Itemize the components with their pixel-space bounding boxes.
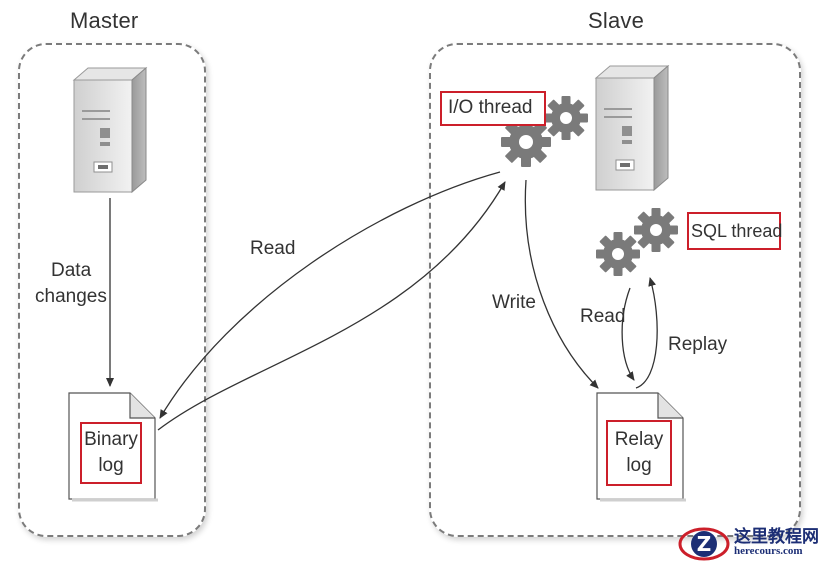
watermark: Z 这里教程网 herecours.com (676, 522, 826, 564)
slave-server-icon (594, 64, 670, 192)
sql-thread-label: SQL thread (687, 212, 782, 250)
data-changes-line1: Data (51, 260, 92, 281)
relay-log-label: Relay log (606, 420, 672, 486)
relay-log-line2: log (626, 455, 652, 476)
binary-log-label: Binary log (80, 422, 142, 484)
replay-label: Replay (668, 334, 728, 355)
io-thread-label: I/O thread (440, 91, 546, 126)
svg-text:Z: Z (697, 532, 712, 556)
master-title: Master (70, 8, 139, 33)
read-arrow-to-binary-log (159, 171, 501, 419)
watermark-name: 这里教程网 (734, 527, 819, 547)
watermark-logo-icon: Z (678, 527, 730, 561)
binary-log-line2: log (98, 455, 124, 476)
read-arrow-label: Read (250, 238, 296, 259)
relay-log-document: Relay log (596, 392, 686, 502)
master-server-icon (72, 66, 148, 194)
binlog-to-io-thread-arrow (157, 181, 506, 431)
sql-thread-gears-icon (596, 208, 678, 276)
replay-arrow (635, 277, 658, 389)
slave-title: Slave (588, 8, 645, 33)
sql-read-arrow (621, 287, 635, 381)
watermark-url: herecours.com (734, 545, 803, 557)
data-changes-label: Data changes (35, 258, 107, 310)
write-label: Write (492, 292, 536, 313)
binary-log-line1: Binary (84, 429, 138, 450)
relay-log-line1: Relay (614, 429, 664, 450)
write-arrow (524, 179, 599, 389)
binary-log-document: Binary log (68, 392, 158, 502)
sql-read-label: Read (580, 306, 626, 327)
data-changes-line2: changes (35, 286, 107, 307)
